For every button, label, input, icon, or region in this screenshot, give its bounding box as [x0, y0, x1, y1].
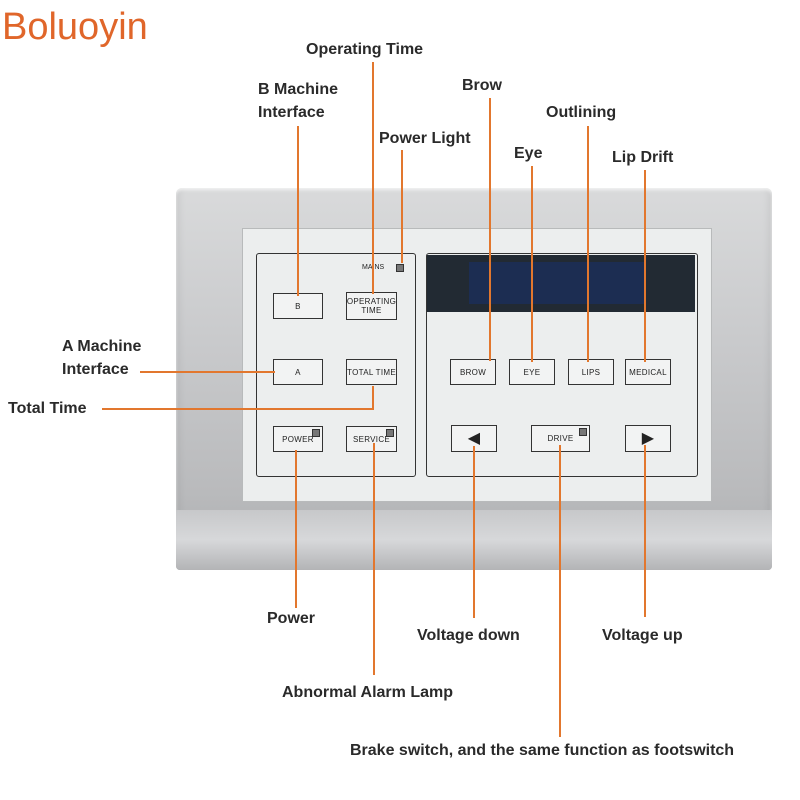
label-eye: Eye: [514, 142, 542, 165]
a-button-label: A: [295, 368, 301, 377]
power-light-indicator: [396, 264, 404, 272]
b-machine-button[interactable]: B: [273, 293, 323, 319]
b-button-label: B: [295, 302, 301, 311]
brow-button-label: BROW: [460, 368, 486, 377]
label-brake-switch: Brake switch, and the same function as f…: [350, 739, 734, 762]
eye-leader: [531, 166, 533, 362]
total-time-leader-h: [102, 408, 374, 410]
right-arrow-icon: ▶: [642, 434, 655, 443]
total-time-button[interactable]: TOTAL TIME: [346, 359, 397, 385]
brake-switch-leader: [559, 445, 561, 737]
lcd-screen: [469, 262, 645, 304]
label-brow: Brow: [462, 74, 502, 97]
service-button-led: [386, 429, 394, 437]
label-lip-drift: Lip Drift: [612, 146, 673, 169]
a-interface-leader: [140, 371, 275, 373]
label-b-machine-interface: B Machine Interface: [258, 78, 338, 124]
brow-button[interactable]: BROW: [450, 359, 496, 385]
label-voltage-up: Voltage up: [602, 624, 683, 647]
service-button[interactable]: SERVICE: [346, 426, 397, 452]
drive-button-led: [579, 428, 587, 436]
brand-logo: Boluoyin: [2, 6, 148, 49]
power-light-leader: [401, 150, 403, 263]
service-button-label: SERVICE: [353, 435, 390, 444]
label-abnormal-alarm-lamp: Abnormal Alarm Lamp: [282, 681, 453, 704]
operating-time-button-label: OPERATING TIME: [347, 297, 396, 315]
alarm-lamp-leader: [373, 443, 375, 675]
label-power-light: Power Light: [379, 127, 471, 150]
power-button-led: [312, 429, 320, 437]
operating-time-button[interactable]: OPERATING TIME: [346, 292, 397, 320]
drive-button-label: DRIVE: [548, 434, 574, 443]
operating-time-leader: [372, 62, 374, 294]
total-time-button-label: TOTAL TIME: [347, 368, 396, 377]
lips-button[interactable]: LIPS: [568, 359, 614, 385]
eye-button[interactable]: EYE: [509, 359, 555, 385]
outlining-leader: [587, 126, 589, 362]
left-arrow-icon: ◀: [468, 434, 481, 443]
eye-button-label: EYE: [524, 368, 541, 377]
voltage-up-leader: [644, 445, 646, 617]
label-total-time: Total Time: [8, 397, 87, 420]
label-power: Power: [267, 607, 315, 630]
medical-button[interactable]: MEDICAL: [625, 359, 671, 385]
a-machine-button[interactable]: A: [273, 359, 323, 385]
power-leader: [295, 450, 297, 608]
label-operating-time: Operating Time: [306, 38, 423, 61]
lips-button-label: LIPS: [582, 368, 601, 377]
label-voltage-down: Voltage down: [417, 624, 520, 647]
power-button[interactable]: POWER: [273, 426, 323, 452]
medical-button-label: MEDICAL: [629, 368, 667, 377]
voltage-down-leader: [473, 446, 475, 618]
label-a-machine-interface: A Machine Interface: [62, 335, 141, 381]
power-button-label: POWER: [282, 435, 314, 444]
b-interface-leader: [297, 126, 299, 296]
voltage-up-button[interactable]: ▶: [625, 425, 671, 452]
label-outlining: Outlining: [546, 101, 616, 124]
brow-leader: [489, 98, 491, 361]
total-time-leader-v: [372, 386, 374, 410]
lip-drift-leader: [644, 170, 646, 362]
